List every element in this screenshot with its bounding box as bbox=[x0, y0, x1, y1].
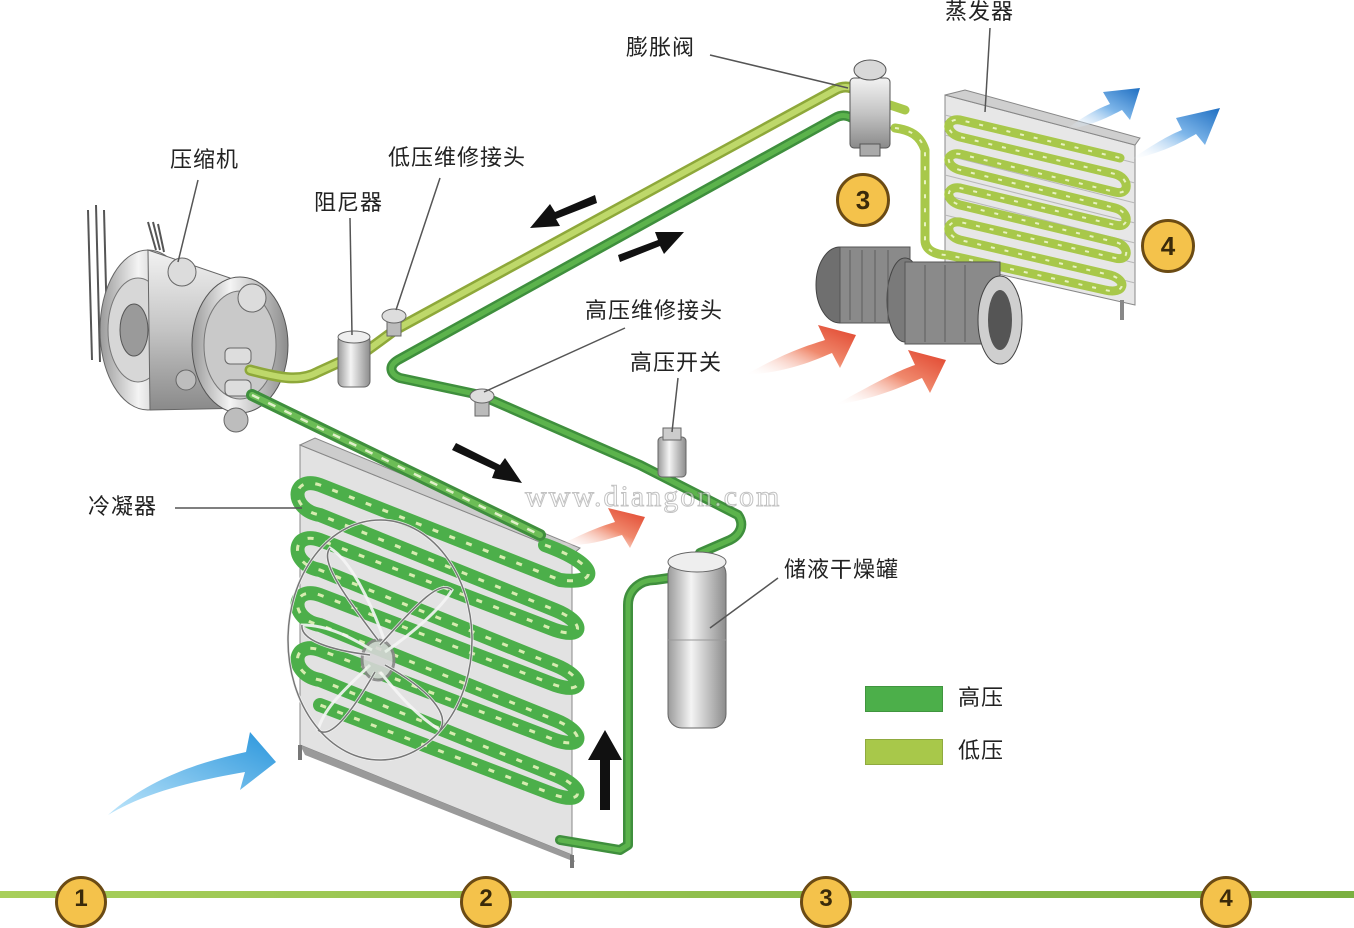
high-pressure-liquid-line bbox=[386, 110, 863, 855]
step-marker-4: 4 bbox=[1141, 219, 1195, 273]
hot-air-arrows bbox=[560, 325, 946, 548]
bottom-marker-2: 2 bbox=[460, 876, 512, 928]
watermark: www.diangon.com bbox=[524, 480, 782, 514]
legend-swatch-low bbox=[865, 739, 943, 765]
step-marker-3: 3 bbox=[836, 173, 890, 227]
intake-air-arrow bbox=[108, 732, 276, 815]
high-pressure-discharge-line bbox=[246, 389, 546, 541]
compressor bbox=[99, 249, 289, 433]
label-expansion-valve: 膨胀阀 bbox=[626, 36, 696, 61]
expansion-valve bbox=[849, 59, 891, 157]
high-service-port bbox=[469, 388, 495, 417]
bottom-marker-4: 4 bbox=[1200, 876, 1252, 928]
flow-arrows bbox=[452, 195, 684, 810]
evaporator bbox=[890, 89, 1141, 320]
high-pressure-switch bbox=[657, 427, 687, 478]
label-high-service-port: 高压维修接头 bbox=[585, 299, 724, 324]
bottom-bar bbox=[0, 891, 1354, 898]
bottom-marker-3: 3 bbox=[800, 876, 852, 928]
label-muffler: 阻尼器 bbox=[314, 191, 384, 216]
label-receiver-drier: 储液干燥罐 bbox=[784, 558, 900, 583]
label-evaporator: 蒸发器 bbox=[945, 0, 1015, 25]
blower-fan bbox=[815, 246, 1023, 365]
condenser bbox=[286, 437, 596, 868]
label-high-pressure-switch: 高压开关 bbox=[630, 351, 723, 376]
label-compressor: 压缩机 bbox=[170, 148, 240, 173]
bottom-marker-1: 1 bbox=[55, 876, 107, 928]
muffler bbox=[337, 330, 371, 388]
label-low-service-port: 低压维修接头 bbox=[388, 146, 527, 171]
diagram-canvas bbox=[0, 27, 1354, 898]
cool-air-arrows bbox=[1065, 88, 1220, 160]
legend-swatch-high bbox=[865, 686, 943, 712]
drive-belt bbox=[87, 204, 165, 366]
legend-label-low: 低压 bbox=[958, 739, 1005, 764]
low-service-port bbox=[381, 308, 407, 337]
legend-label-high: 高压 bbox=[958, 686, 1005, 711]
leader-lines bbox=[175, 27, 991, 629]
label-condenser: 冷凝器 bbox=[88, 495, 158, 520]
receiver-drier bbox=[667, 551, 727, 729]
